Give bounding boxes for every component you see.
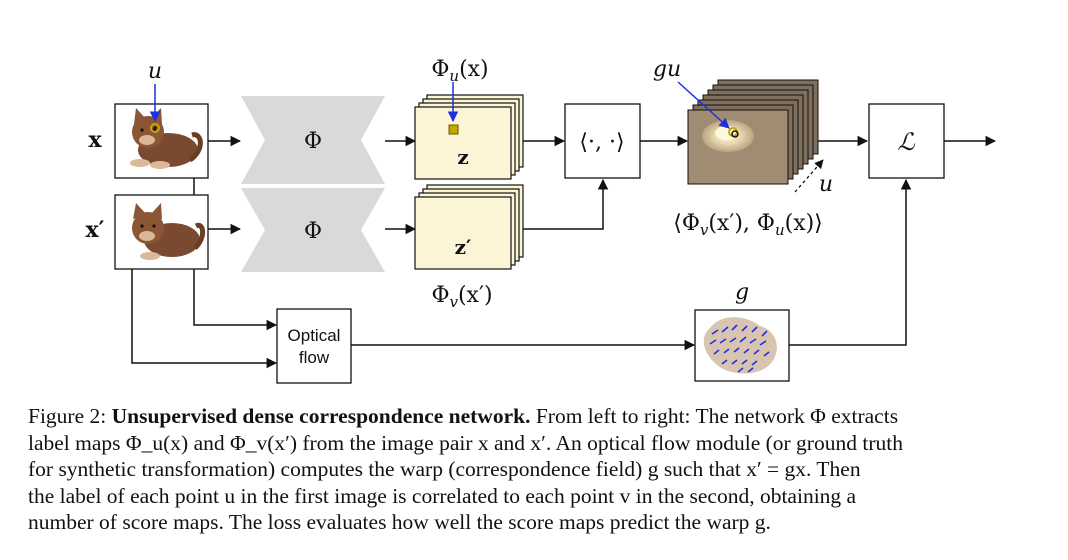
svg-text:ℒ: ℒ bbox=[897, 128, 915, 156]
encoder-phi-bottom: Φ bbox=[241, 188, 385, 272]
score-expression: ⟨Φv(x′), Φu(x)⟩ bbox=[673, 211, 823, 239]
score-label-gu: gu bbox=[653, 57, 681, 82]
score-maps-stack bbox=[687, 79, 819, 185]
correspondence-network-diagram: x x′ u Φ Φ z Φu(x) z′ Φv(x′) ⟨·, ·⟩ bbox=[86, 57, 997, 384]
svg-text:z′: z′ bbox=[455, 235, 472, 259]
point-label-u: u bbox=[148, 59, 162, 84]
feature-map-z-prime: z′ bbox=[414, 184, 524, 270]
svg-text:z: z bbox=[457, 145, 468, 169]
feature-map-z: z bbox=[414, 94, 524, 180]
encoder-phi-top: Φ bbox=[241, 96, 385, 184]
point-u-marker bbox=[150, 123, 160, 133]
inner-product-box: ⟨·, ·⟩ bbox=[564, 103, 641, 179]
feature-map-bottom-title: Φv(x′) bbox=[431, 283, 492, 311]
svg-text:Φ: Φ bbox=[304, 129, 322, 154]
svg-text:⟨·, ·⟩: ⟨·, ·⟩ bbox=[579, 130, 624, 155]
score-label-u: u bbox=[819, 172, 833, 197]
input-image-x-prime bbox=[114, 194, 209, 270]
svg-text:Optical: Optical bbox=[288, 326, 341, 345]
cat-icon bbox=[132, 203, 206, 260]
loss-box: ℒ bbox=[868, 103, 945, 179]
figure-caption: Figure 2: Unsupervised dense corresponde… bbox=[28, 404, 903, 534]
svg-text:flow: flow bbox=[299, 348, 330, 367]
input-label-x-prime: x′ bbox=[86, 217, 105, 243]
input-image-x bbox=[114, 103, 209, 179]
feature-vector-marker bbox=[448, 124, 459, 135]
feature-map-top-title: Φu(x) bbox=[431, 57, 488, 85]
input-label-x: x bbox=[88, 127, 102, 153]
optical-flow-box: Optical flow bbox=[276, 308, 352, 384]
warp-field-g bbox=[694, 309, 790, 382]
svg-text:Φ: Φ bbox=[304, 219, 322, 244]
warp-label-g: g bbox=[735, 280, 749, 305]
